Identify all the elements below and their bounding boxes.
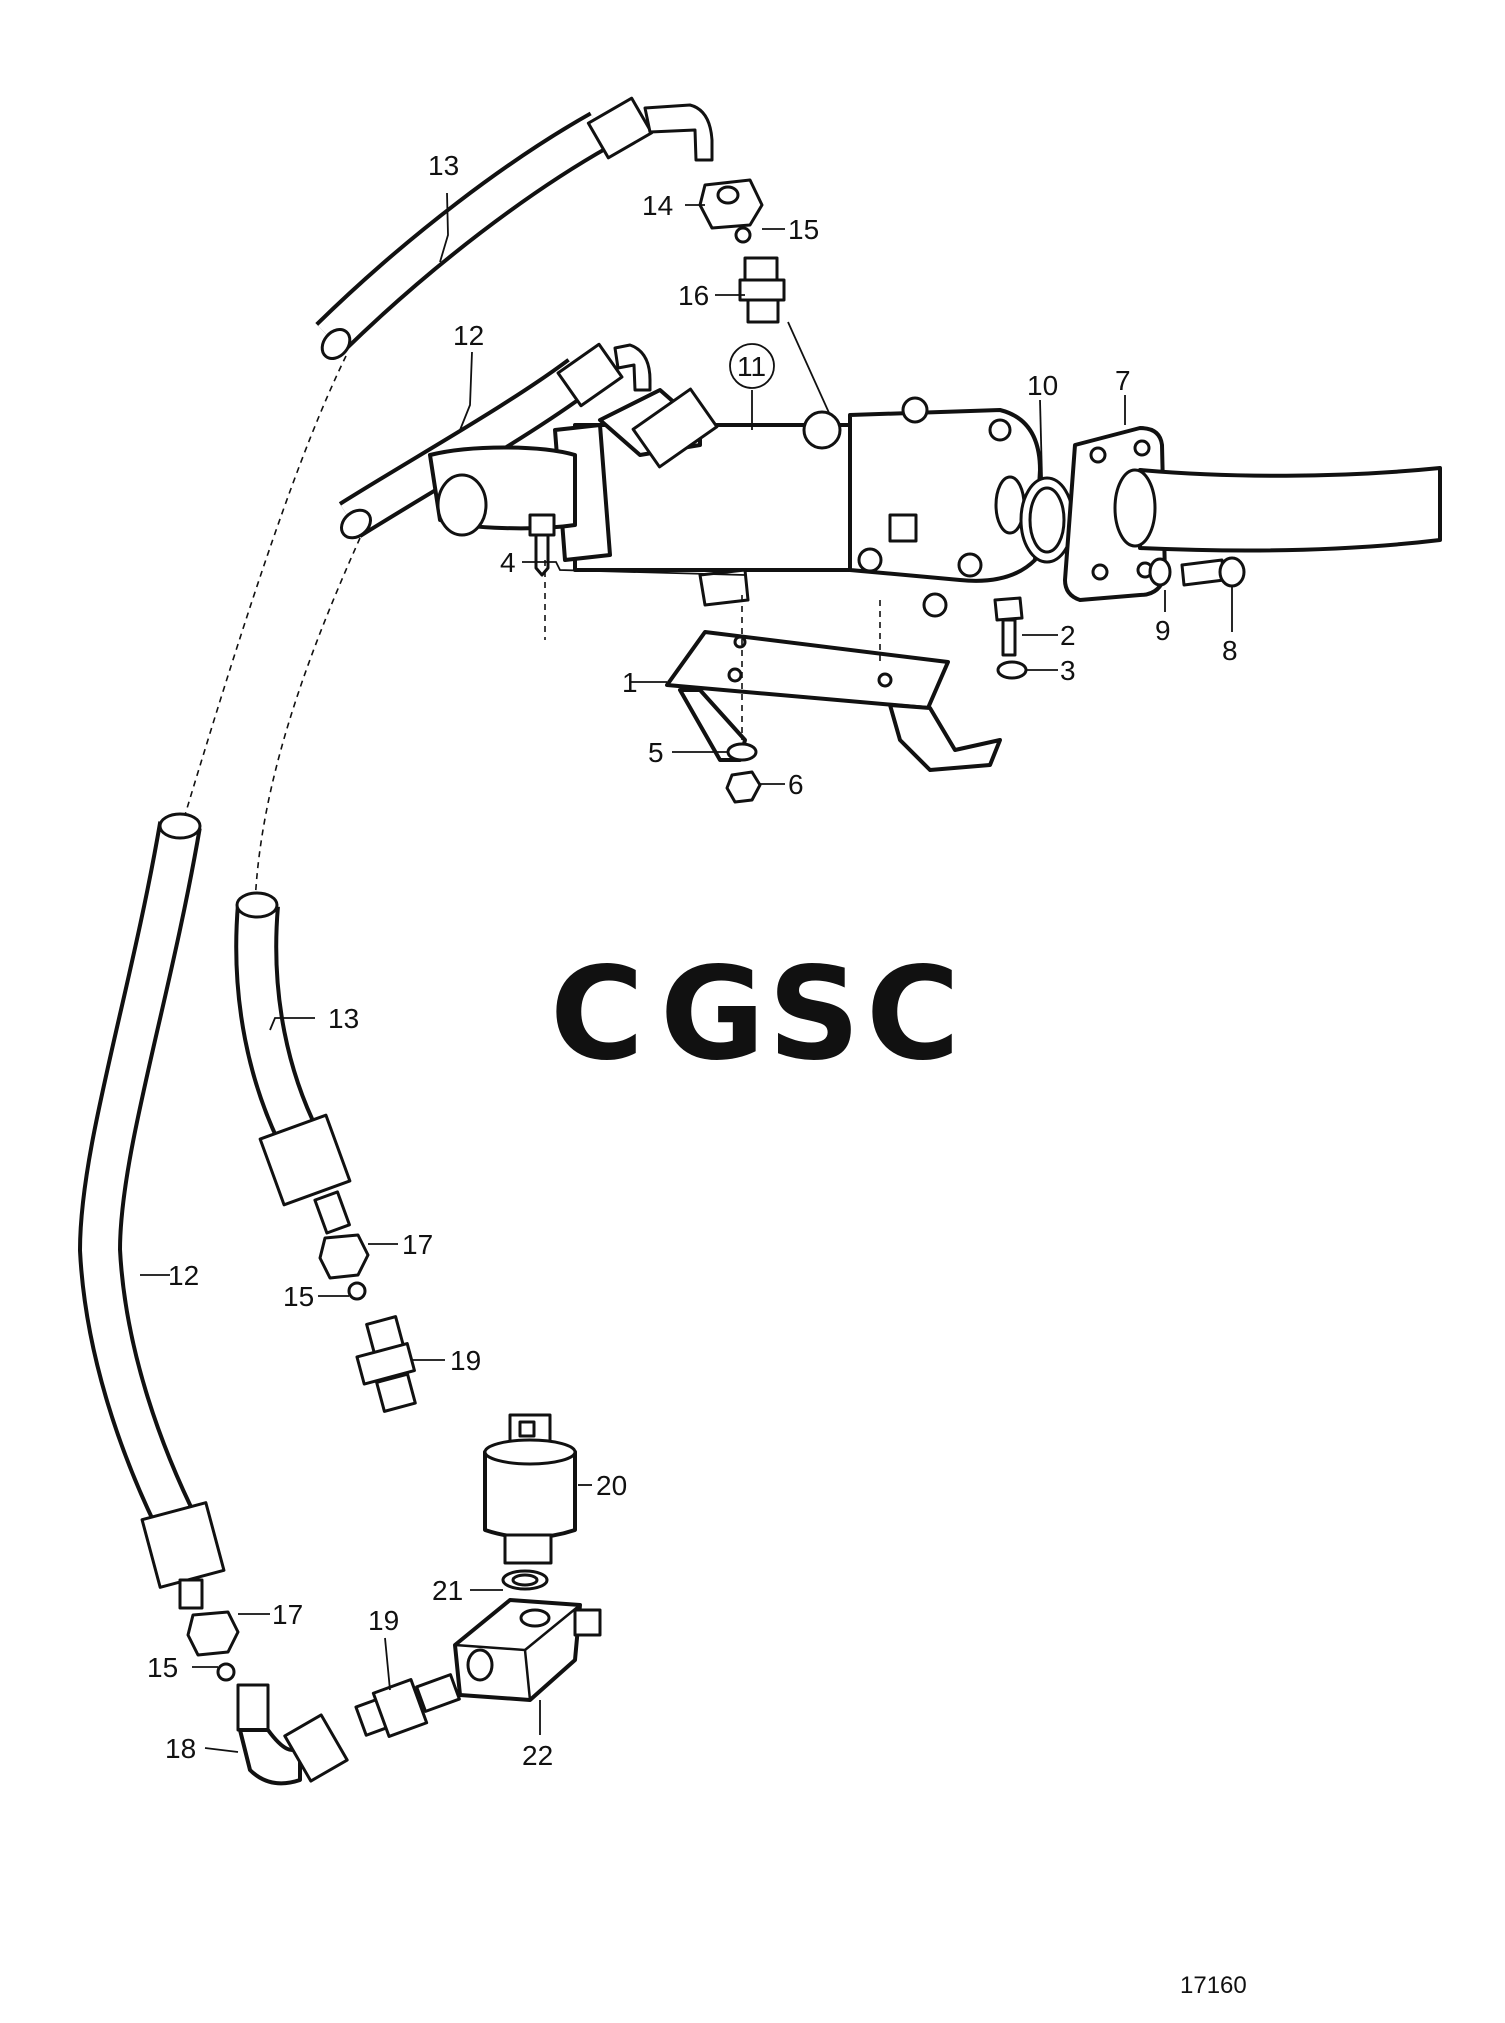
callout-19-low: 19	[368, 1605, 399, 1636]
callout-2: 2	[1060, 620, 1076, 651]
watermark-logo: C G S C	[550, 940, 960, 1089]
callout-15-top: 15	[788, 214, 819, 245]
o-ring-10	[1019, 476, 1075, 564]
callout-15-low: 15	[147, 1652, 178, 1683]
bolt-4	[528, 513, 556, 577]
pressure-sensor-20	[483, 1413, 577, 1565]
nut-17-mid	[318, 1233, 370, 1280]
watermark-letter-c2: C	[866, 940, 960, 1089]
hose-12-lower	[77, 812, 226, 1610]
washer-21-hole	[511, 1573, 539, 1587]
bracket-1	[665, 630, 1002, 772]
callout-20: 20	[596, 1470, 627, 1501]
callout-4: 4	[500, 547, 516, 578]
washer-5	[726, 742, 758, 762]
callout-8: 8	[1222, 635, 1238, 666]
callout-15-mid: 15	[283, 1281, 314, 1312]
callout-5: 5	[648, 737, 664, 768]
callout-17-low: 17	[272, 1599, 303, 1630]
callout-21: 21	[432, 1575, 463, 1606]
drawing-number: 17160	[1180, 1972, 1247, 1999]
callout-9: 9	[1155, 615, 1171, 646]
callout-14: 14	[642, 190, 673, 221]
nipple-19-mid	[355, 1315, 417, 1413]
callout-11: 11	[737, 351, 766, 382]
callout-18: 18	[165, 1733, 196, 1764]
callout-11-circle	[729, 343, 775, 389]
callout-16: 16	[678, 280, 709, 311]
heat-exchanger-11	[428, 387, 1042, 618]
washer-9	[1148, 557, 1172, 587]
washer-3	[996, 660, 1028, 680]
watermark-letter-c1: C	[550, 940, 644, 1089]
callout-12-top: 12	[453, 320, 484, 351]
bolt-8	[1180, 556, 1246, 588]
washer-15-top	[734, 226, 752, 244]
callout-22: 22	[522, 1740, 553, 1771]
callout-19-mid: 19	[450, 1345, 481, 1376]
nut-17-low	[186, 1610, 240, 1657]
watermark-letter-s: S	[768, 940, 860, 1089]
exhaust-pipe	[1113, 466, 1442, 553]
distribution-block-22	[453, 1598, 602, 1702]
callout-6: 6	[788, 769, 804, 800]
routing-line-16	[787, 321, 831, 416]
watermark-letter-g: G	[660, 940, 765, 1089]
nipple-19-low	[354, 1673, 461, 1738]
callout-13-mid: 13	[328, 1003, 359, 1034]
washer-15-low	[216, 1662, 236, 1682]
callout-7: 7	[1115, 365, 1131, 396]
routing-line-12	[184, 355, 347, 816]
routing-line-13	[254, 537, 361, 906]
hose-13-upper	[315, 96, 714, 360]
callout-3: 3	[1060, 655, 1076, 686]
callout-17-mid: 17	[402, 1229, 433, 1260]
callout-1: 1	[622, 667, 638, 698]
nut-6	[725, 770, 762, 804]
callout-labels: 1 2 3 4 5 6 7 8 9 10 11 12 13 14 15 16 1…	[147, 150, 1238, 1771]
bolt-2	[993, 596, 1024, 657]
hose-13-lower	[234, 891, 352, 1235]
callout-10: 10	[1027, 370, 1058, 401]
nut-14	[698, 178, 764, 230]
callout-13-top: 13	[428, 150, 459, 181]
washer-15-mid	[347, 1281, 367, 1301]
nipple-16	[738, 256, 786, 324]
hose-12-upper	[338, 342, 652, 540]
elbow-18	[236, 1683, 349, 1786]
leader-lines	[140, 192, 1233, 1753]
callout-12-low: 12	[168, 1260, 199, 1291]
